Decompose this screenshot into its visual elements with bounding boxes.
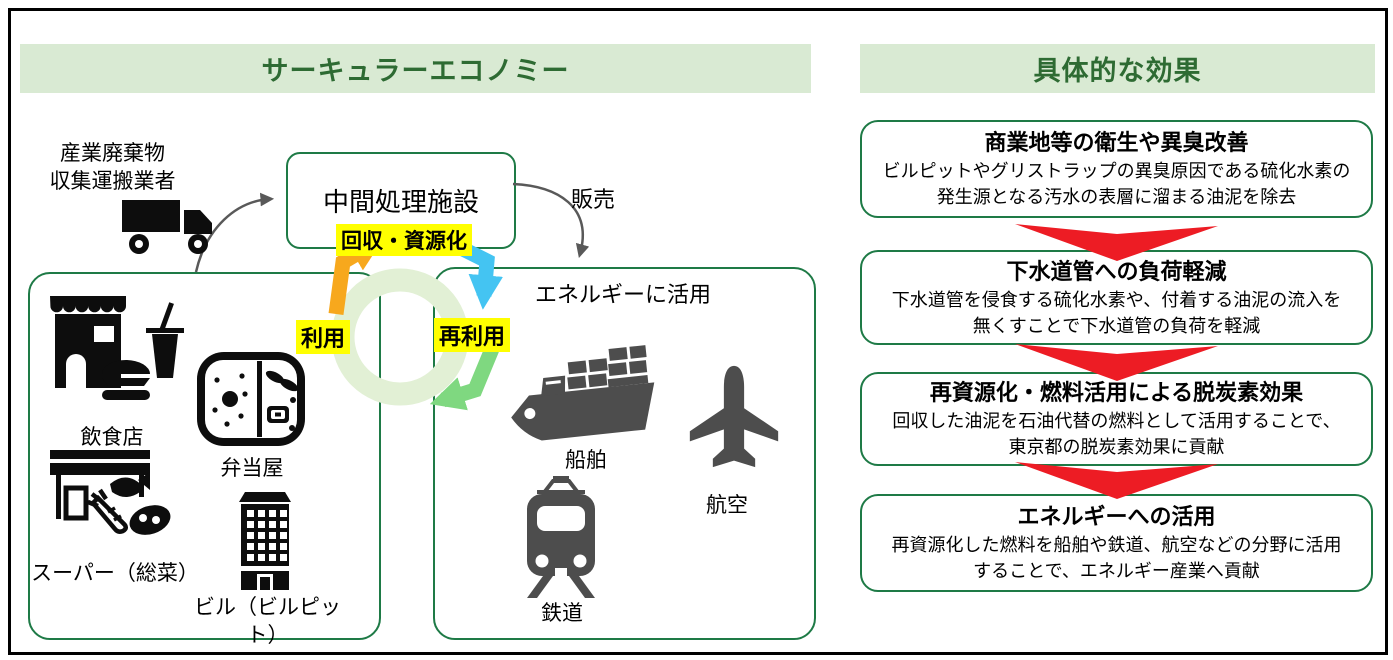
ship-label: 船舶 xyxy=(565,449,607,472)
effect-1-body-line2: 発生源となる汚水の表層に溜まる油泥を除去 xyxy=(936,187,1297,207)
right-header-band: 具体的な効果 xyxy=(860,44,1375,93)
energy-box-title: エネルギーに活用 xyxy=(534,282,711,307)
effect-box-3: 再資源化・燃料活用による脱炭素効果 回収した油泥を石油代替の燃料として活用するこ… xyxy=(860,372,1373,466)
use-label: 利用 xyxy=(296,320,351,354)
airplane-label: 航空 xyxy=(706,494,748,517)
effect-box-2: 下水道管への負荷軽減 下水道管を侵食する硫化水素や、付着する油泥の流入を 無くす… xyxy=(860,250,1373,345)
energy-box xyxy=(433,267,816,640)
supermarket-icon xyxy=(50,450,171,535)
down-arrow-red-1 xyxy=(1015,224,1218,261)
facility-label: 中間処理施設 xyxy=(322,187,479,217)
train-icon xyxy=(527,476,595,598)
right-panel-title: 具体的な効果 xyxy=(1033,56,1202,86)
bento-label: 弁当屋 xyxy=(220,457,284,480)
restaurant-label: 飲食店 xyxy=(80,426,144,449)
effect-3-body-line1: 回収した油泥を石油代替の燃料として活用することで、 xyxy=(892,411,1341,431)
supplier-line1: 産業廃棄物 xyxy=(60,142,165,165)
effect-2-title: 下水道管への負荷軽減 xyxy=(1006,258,1227,284)
ship-icon xyxy=(511,345,655,441)
left-header-band: サーキュラーエコノミー xyxy=(20,44,811,93)
effect-3-title: 再資源化・燃料活用による脱炭素効果 xyxy=(929,380,1304,405)
bento-icon xyxy=(197,352,305,446)
supplier-label: 産業廃棄物 収集運搬業者 xyxy=(20,140,205,196)
sale-label: 販売 xyxy=(570,187,615,212)
building-icon xyxy=(239,492,291,590)
down-arrow-red-3 xyxy=(1015,462,1218,499)
effect-2-body-line1: 下水道管を侵食する硫化水素や、付着する油泥の流入を xyxy=(891,289,1342,310)
effect-box-4: エネルギーへの活用 再資源化した燃料を船舶や鉄道、航空などの分野に活用 すること… xyxy=(860,494,1373,592)
effect-1-title: 商業地等の衛生や異臭改善 xyxy=(984,130,1249,155)
restaurant-icon xyxy=(50,296,184,400)
truck-icon xyxy=(122,200,212,254)
collect-recycle-label: 回収・資源化 xyxy=(336,224,472,256)
effect-2-body-line2: 無くすことで下水道管の負荷を軽減 xyxy=(972,315,1261,336)
building-label: ビル（ビルピット） xyxy=(194,596,341,647)
train-label: 鉄道 xyxy=(541,602,583,625)
effect-3-body-line2: 東京都の脱炭素効果に貢献 xyxy=(1008,437,1225,457)
effect-4-body-line1: 再資源化した燃料を船舶や鉄道、航空などの分野に活用 xyxy=(891,535,1342,555)
airplane-icon xyxy=(689,365,779,468)
supplier-line2: 収集運搬業者 xyxy=(49,170,176,193)
sources-box xyxy=(28,272,381,640)
left-panel-title: サーキュラーエコノミー xyxy=(261,56,570,86)
down-arrow-red-2 xyxy=(1015,344,1218,381)
effect-box-1: 商業地等の衛生や異臭改善 ビルピットやグリストラップの異臭原因である硫化水素の … xyxy=(860,120,1373,218)
effect-4-body-line2: することで、エネルギー産業へ貢献 xyxy=(973,561,1260,581)
supermarket-label: スーパー（総菜） xyxy=(31,562,199,585)
effect-1-body-line1: ビルピットやグリストラップの異臭原因である硫化水素の xyxy=(882,161,1351,181)
effect-4-title: エネルギーへの活用 xyxy=(1017,504,1216,529)
reuse-label: 再利用 xyxy=(434,318,511,352)
